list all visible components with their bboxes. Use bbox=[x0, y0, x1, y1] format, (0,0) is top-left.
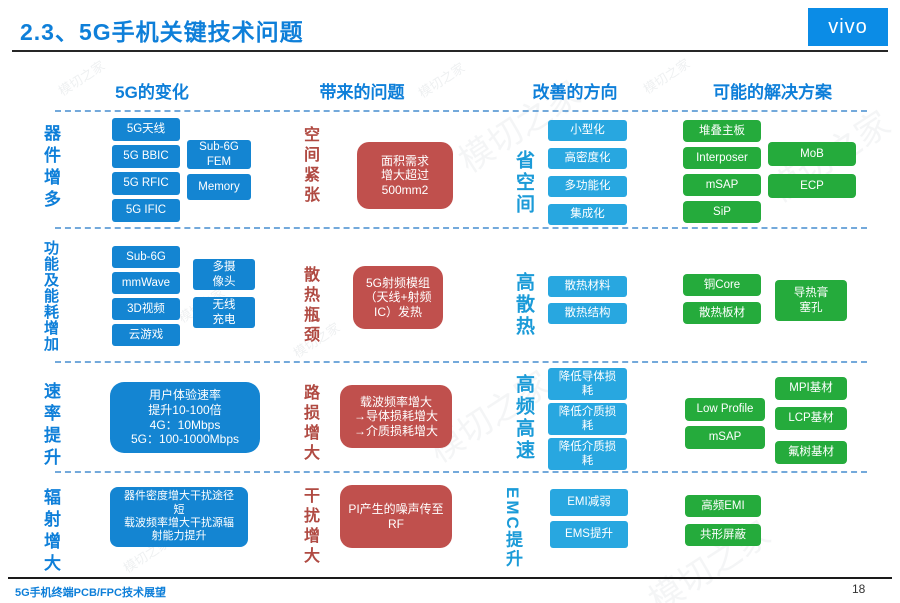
box-sub6g-fem: Sub-6G FEM bbox=[187, 140, 251, 169]
box-reduce-dielectric-loss-2: 降低介质损 耗 bbox=[548, 438, 627, 470]
box-user-rate: 用户体验速率 提升10-100倍 4G：10Mbps 5G：100-1000Mb… bbox=[110, 382, 260, 453]
row-divider bbox=[55, 471, 867, 473]
box-integration: 集成化 bbox=[548, 204, 627, 225]
box-reduce-dielectric-loss: 降低介质损 耗 bbox=[548, 403, 627, 435]
row3-label: 速率提升 bbox=[41, 382, 60, 470]
box-sub6g: Sub-6G bbox=[112, 246, 180, 268]
row1-problem-label: 空间紧张 bbox=[301, 126, 318, 206]
column-header-solutions: 可能的解决方案 bbox=[713, 83, 832, 102]
box-5g-ific: 5G IFIC bbox=[112, 199, 180, 222]
row2-problem-label: 散热瓶颈 bbox=[301, 266, 318, 346]
vivo-logo: vivo bbox=[808, 8, 888, 46]
row4-direction-label: EMC提升 bbox=[503, 487, 522, 569]
box-3d-video: 3D视频 bbox=[112, 298, 180, 320]
box-pi-noise: PI产生的噪声传至 RF bbox=[340, 485, 452, 548]
box-lcp-substrate: LCP基材 bbox=[775, 407, 847, 430]
column-header-improvements: 改善的方向 bbox=[532, 83, 618, 102]
footer-title: 5G手机终端PCB/FPC技术展望 bbox=[15, 587, 166, 599]
box-multifunction: 多功能化 bbox=[548, 176, 627, 197]
box-interference-path: 器件密度增大干扰途径 短 载波频率增大干扰源辐 射能力提升 bbox=[110, 487, 248, 547]
box-copper-core: 铜Core bbox=[683, 274, 761, 296]
row-divider bbox=[55, 361, 867, 363]
box-heat-sink-material: 散热板材 bbox=[683, 302, 761, 324]
header-divider bbox=[12, 50, 888, 52]
box-5g-antenna: 5G天线 bbox=[112, 118, 180, 141]
box-5g-bbic: 5G BBIC bbox=[112, 145, 180, 168]
page-number: 18 bbox=[852, 582, 866, 596]
box-mpi-substrate: MPI基材 bbox=[775, 377, 847, 400]
box-msap-2: mSAP bbox=[685, 426, 765, 449]
row3-direction-label: 高频高速 bbox=[513, 374, 534, 462]
box-reduce-conductor-loss: 降低导体损 耗 bbox=[548, 368, 627, 400]
row1-label: 器件增多 bbox=[41, 124, 60, 212]
row2-label: 功能及能耗增加 bbox=[42, 240, 59, 352]
row1-direction-label: 省空间 bbox=[513, 150, 534, 216]
box-low-profile: Low Profile bbox=[685, 398, 765, 421]
box-ecp: ECP bbox=[768, 174, 856, 198]
box-memory: Memory bbox=[187, 174, 251, 200]
box-conformal-shielding: 共形屏蔽 bbox=[685, 524, 761, 546]
row-divider bbox=[55, 227, 867, 229]
box-interposer: Interposer bbox=[683, 147, 761, 169]
row4-problem-label: 干扰增大 bbox=[301, 487, 318, 567]
box-carrier-frequency-loss: 载波频率增大 →导体损耗增大 →介质损耗增大 bbox=[340, 385, 452, 448]
box-rf-module-heat: 5G射频模组 （天线+射频 IC）发热 bbox=[353, 266, 443, 329]
box-high-freq-emi: 高频EMI bbox=[685, 495, 761, 517]
row3-problem-label: 路损增大 bbox=[301, 384, 318, 464]
column-header-5g-changes: 5G的变化 bbox=[115, 83, 189, 102]
box-wireless-charging: 无线 充电 bbox=[193, 297, 255, 328]
row-divider bbox=[55, 110, 867, 112]
row4-label: 辐射增大 bbox=[41, 488, 60, 576]
box-sip: SiP bbox=[683, 201, 761, 223]
box-multi-camera: 多摄 像头 bbox=[193, 259, 255, 290]
box-mmwave: mmWave bbox=[112, 272, 180, 294]
page-title: 2.3、5G手机关键技术问题 bbox=[20, 19, 304, 45]
column-header-problems: 带来的问题 bbox=[319, 83, 405, 102]
footer-divider bbox=[8, 577, 892, 579]
box-thermal-paste-plug: 导热膏 塞孔 bbox=[775, 280, 847, 321]
box-emi-reduction: EMI减弱 bbox=[550, 489, 628, 516]
box-stacked-mainboard: 堆叠主板 bbox=[683, 120, 761, 142]
box-miniaturization: 小型化 bbox=[548, 120, 627, 141]
box-mob: MoB bbox=[768, 142, 856, 166]
box-thermal-material: 散热材料 bbox=[548, 276, 627, 297]
box-cloud-gaming: 云游戏 bbox=[112, 324, 180, 346]
box-high-density: 高密度化 bbox=[548, 148, 627, 169]
box-msap: mSAP bbox=[683, 174, 761, 196]
box-ems-improvement: EMS提升 bbox=[550, 521, 628, 548]
watermark: 模切之家 bbox=[642, 514, 778, 603]
row2-direction-label: 高散热 bbox=[513, 272, 534, 338]
box-5g-rfic: 5G RFIC bbox=[112, 172, 180, 195]
box-fluorine-substrate: 氟树基材 bbox=[775, 441, 847, 464]
box-area-demand: 面积需求 增大超过 500mm2 bbox=[357, 142, 453, 209]
box-thermal-structure: 散热结构 bbox=[548, 303, 627, 324]
